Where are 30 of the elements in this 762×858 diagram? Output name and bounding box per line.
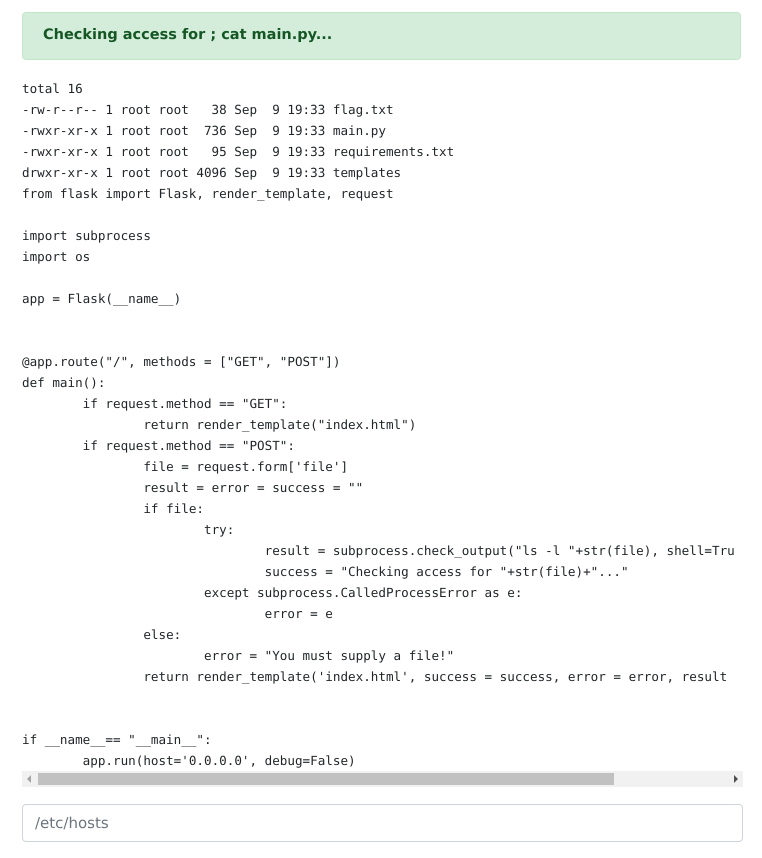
code-line: if __name__== "__main__": [22, 731, 212, 749]
code-line: result = subprocess.check_output("ls -l "+str(file), shell=Tru [264, 542, 735, 560]
code-line: from flask import Flask, render_template, request [22, 185, 394, 203]
code-line: -rw-r--r-- 1 root root 38 Sep 9 19:33 flag.txt [22, 101, 394, 119]
code-line: else: [142, 626, 182, 644]
code-line: result = error = success = "" [142, 479, 364, 497]
input-field: /etc/hosts [22, 804, 743, 842]
code-line: if request.method == "POST": [82, 437, 295, 455]
code-line: import os [22, 248, 90, 266]
status-message: Checking access for ; cat main.py... [43, 27, 332, 43]
code-line: error = "You must supply a file!" [202, 647, 454, 665]
code-line: @app.route("/", methods = ["GET", "POST"]) [22, 353, 340, 371]
code-line: app.run(host='0.0.0.0', debug=False) [82, 752, 356, 770]
code-line: success = "Checking access for "+str(file)+"..." [264, 563, 629, 581]
code-line: return render_template("index.html") [142, 416, 416, 434]
code-line: app = Flask(__name__) [22, 290, 182, 308]
code-line: except subprocess.CalledProcessError as e: [202, 584, 522, 602]
code-line: try: [202, 521, 234, 539]
code-line: error = e [264, 605, 333, 623]
code-line: -rwxr-xr-x 1 root root 95 Sep 9 19:33 requirements.txt [22, 143, 454, 161]
code-line: file = request.form['file'] [142, 458, 348, 476]
code-line: def main(): [22, 374, 106, 392]
code-line: import subprocess [22, 227, 151, 245]
code-line: total 16 [22, 80, 83, 98]
alert-banner [22, 12, 741, 60]
code-line: -rwxr-xr-x 1 root root 736 Sep 9 19:33 main.py [22, 122, 386, 140]
code-line: return render_template('index.html', success = success, error = error, result [142, 668, 728, 686]
code-line: if file: [142, 500, 204, 518]
code-line: if request.method == "GET": [82, 395, 288, 413]
code-line: drwxr-xr-x 1 root root 4096 Sep 9 19:33 templates [22, 164, 402, 182]
